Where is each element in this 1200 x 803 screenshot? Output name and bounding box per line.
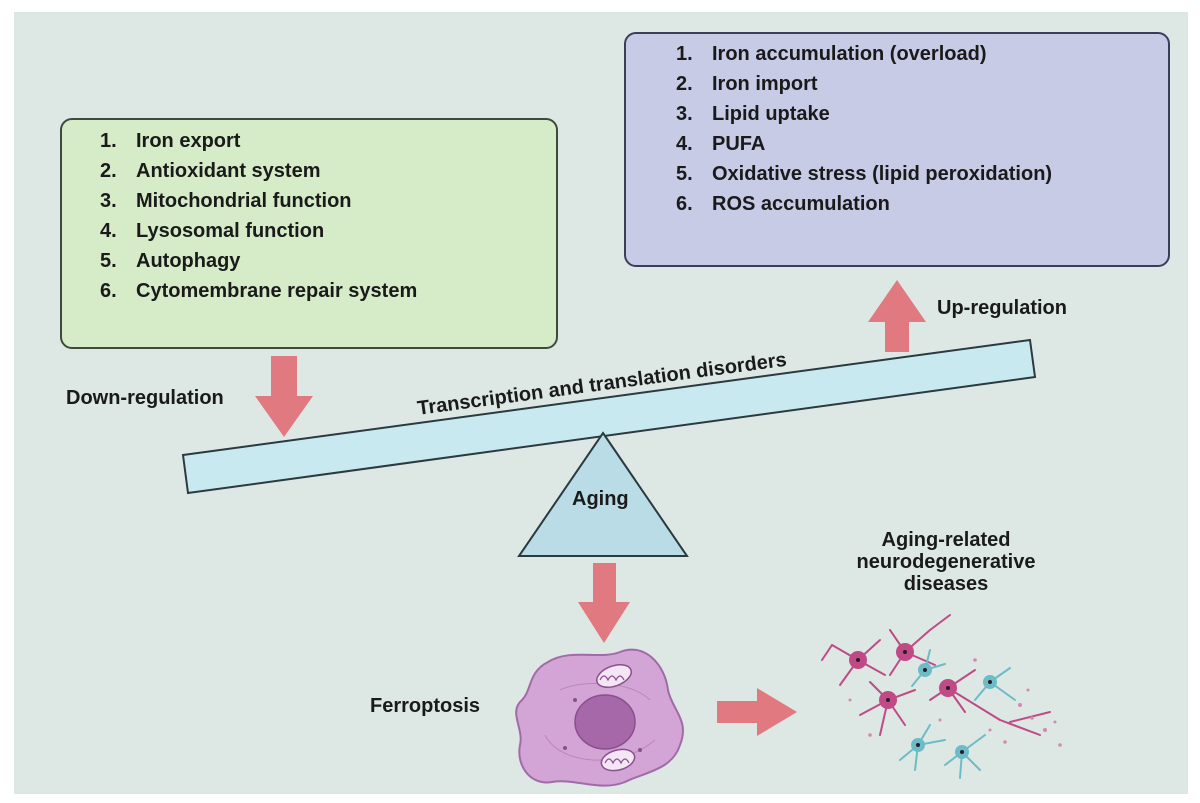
list-item: 2.Antioxidant system [100, 160, 321, 182]
list-item: 6.Cytomembrane repair system [100, 280, 418, 302]
list-item: 2.Iron import [676, 73, 818, 95]
list-item: 6.ROS accumulation [676, 193, 890, 215]
ferroptosis-to-disease-arrow-icon [717, 688, 797, 736]
protective-factors-box: 1.Iron export 2.Antioxidant system 3.Mit… [60, 118, 558, 349]
list-item: 1.Iron accumulation (overload) [676, 43, 987, 65]
list-item: 5.Autophagy [100, 250, 241, 272]
aging-fulcrum [517, 431, 689, 557]
up-regulation-arrow-icon [868, 280, 926, 352]
risk-factors-box: 1.Iron accumulation (overload) 2.Iron im… [624, 32, 1170, 267]
list-item: 1.Iron export [100, 130, 241, 152]
risk-factors-list: 1.Iron accumulation (overload) 2.Iron im… [676, 39, 1052, 219]
up-regulation-label: Up-regulation [937, 297, 1067, 319]
neuron-network-icon [821, 614, 1062, 779]
ferroptotic-cell-icon [515, 648, 684, 787]
list-item: 5.Oxidative stress (lipid peroxidation) [676, 163, 1053, 185]
seesaw-beam [181, 338, 1037, 495]
fulcrum-label: Aging [572, 488, 629, 510]
list-item: 3.Mitochondrial function [100, 190, 352, 212]
list-item: 4.PUFA [676, 133, 766, 155]
protective-factors-list: 1.Iron export 2.Antioxidant system 3.Mit… [100, 126, 417, 306]
ferroptosis-label: Ferroptosis [370, 695, 481, 717]
aging-to-ferroptosis-arrow-icon [578, 563, 630, 643]
down-regulation-arrow-icon [255, 356, 313, 437]
list-item: 3.Lipid uptake [676, 103, 830, 125]
list-item: 4.Lysosomal function [100, 220, 325, 242]
diseases-label: Aging-related neurodegenerative diseases [856, 529, 1036, 595]
down-regulation-label: Down-regulation [66, 387, 224, 409]
